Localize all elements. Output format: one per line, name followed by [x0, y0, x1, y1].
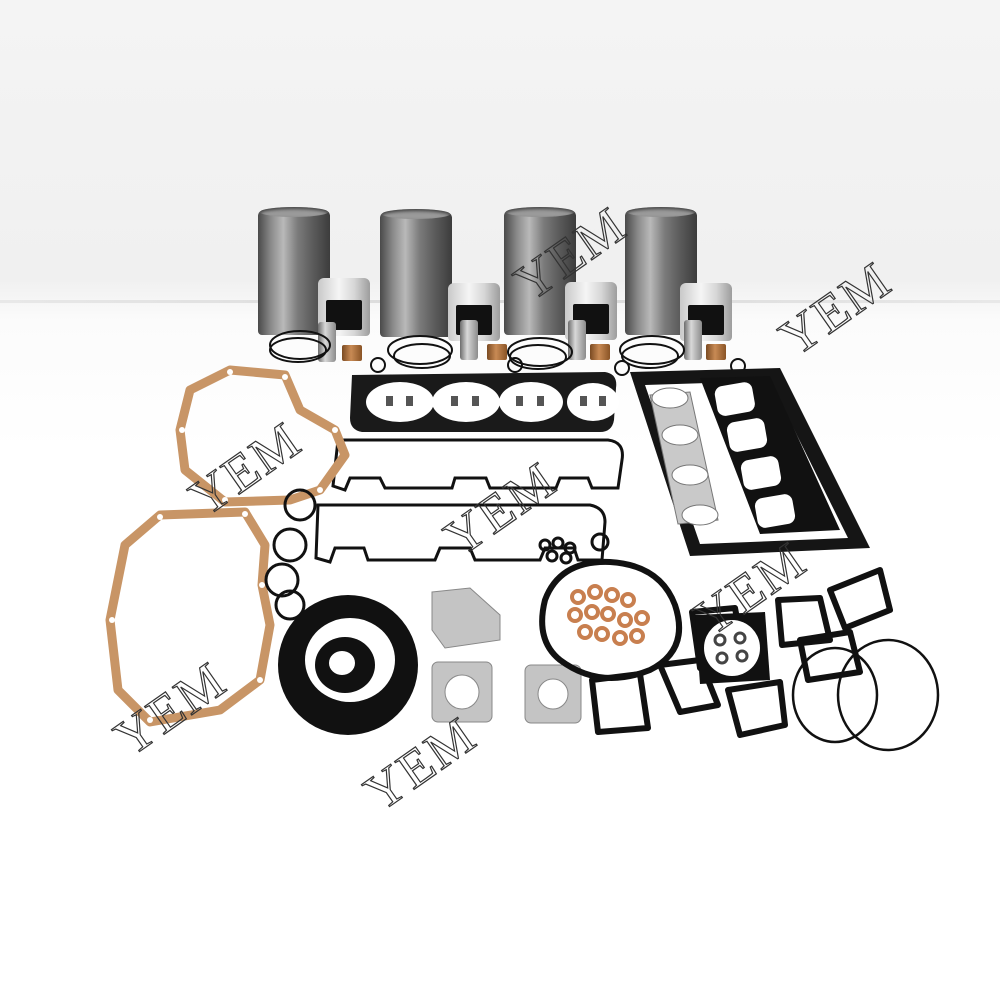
- small-end-bushing: [487, 344, 507, 360]
- intake-manifold-gasket: [700, 376, 840, 534]
- piston-pin: [684, 320, 702, 360]
- copper-washer-set: [539, 558, 683, 681]
- piston-ring-set: [269, 330, 746, 376]
- timing-cover-gasket: [105, 365, 350, 727]
- o-ring: [264, 488, 610, 621]
- small-end-bushing: [706, 344, 726, 360]
- piston-pin: [460, 320, 478, 360]
- cylinder-head-gasket: [350, 372, 619, 432]
- steel-flange-gasket: [431, 587, 582, 724]
- crankshaft-oil-seal: [278, 595, 418, 735]
- cylinder-liner: [380, 209, 452, 337]
- backdrop-horizon: [0, 300, 1000, 303]
- small-end-bushing: [590, 344, 610, 360]
- small-end-bushing: [342, 345, 362, 361]
- valve-cover-gasket: [314, 438, 624, 564]
- exhaust-manifold-gasket: [649, 387, 719, 526]
- water-pump-gasket: [695, 612, 770, 684]
- misc-gasket: [589, 567, 893, 738]
- timing-cover-gasket-holes: [109, 369, 338, 723]
- cylinder-liner: [504, 207, 576, 335]
- piston-pin: [318, 322, 336, 362]
- large-o-ring: [791, 638, 940, 752]
